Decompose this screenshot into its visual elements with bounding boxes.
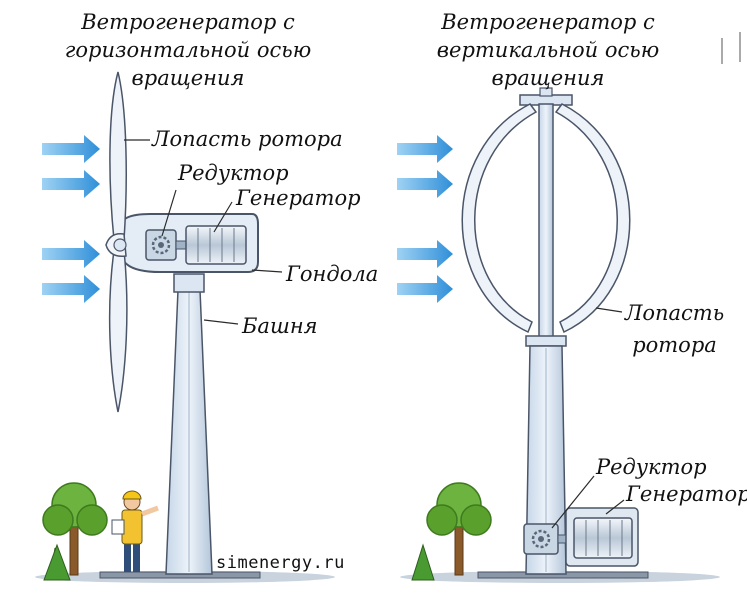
label-gearbox-horizontal: Редуктор (178, 161, 289, 185)
leader-lines-right (551, 307, 625, 529)
title-horizontal-line-1: Ветрогенератор с горизонтальной осью вра… (64, 10, 312, 90)
label-nacelle: Гондола (286, 262, 379, 286)
wind-arrows-horizontal (42, 135, 100, 303)
gearbox-icon (145, 229, 177, 261)
tree-icon (426, 482, 492, 576)
label-rotor-blade-horizontal: Лопасть ротора (152, 127, 343, 151)
fir-tree-icon (411, 543, 435, 581)
site-watermark: simenergy.ru (216, 553, 345, 573)
wind-arrow (397, 275, 453, 303)
title-vertical: Ветрогенератор с вертикальной осью враще… (436, 10, 660, 90)
wind-arrow (397, 170, 453, 198)
label-gearbox-vertical: Редуктор (596, 455, 707, 479)
tree-icon (42, 482, 108, 576)
worker-icon (111, 490, 159, 572)
lower-collar (525, 335, 567, 347)
gearbox-icon (523, 523, 559, 555)
edge-bracket (721, 32, 741, 64)
darrieus-blade-left (461, 103, 538, 334)
vertical-axis-turbine (461, 87, 639, 575)
generator-icon (565, 507, 639, 567)
wind-arrow (397, 135, 453, 163)
wind-arrow (42, 135, 100, 163)
label-generator-vertical: Генератор (626, 482, 747, 506)
vertical-shaft (538, 103, 554, 339)
generator-icon (185, 225, 247, 265)
top-pin (539, 87, 553, 97)
ground-right (400, 482, 720, 583)
label-tower: Башня (242, 314, 318, 338)
yaw-bearing (173, 273, 205, 293)
wind-arrow (42, 275, 100, 303)
wind-arrows-vertical (397, 135, 453, 303)
wind-arrow (397, 240, 453, 268)
rotor-blade-lower (108, 249, 128, 413)
darrieus-blade-right (554, 103, 631, 334)
label-generator-horizontal: Генератор (236, 186, 361, 210)
leader-lines-left (124, 139, 283, 325)
ground-left (35, 482, 335, 583)
label-rotor-blade-vertical: Лопасть ротора (624, 301, 725, 357)
horizontal-axis-turbine (105, 71, 259, 575)
wind-arrow (42, 240, 100, 268)
fir-tree-icon (43, 543, 71, 581)
wind-arrow (42, 170, 100, 198)
rotor-blade-upper (109, 71, 127, 241)
